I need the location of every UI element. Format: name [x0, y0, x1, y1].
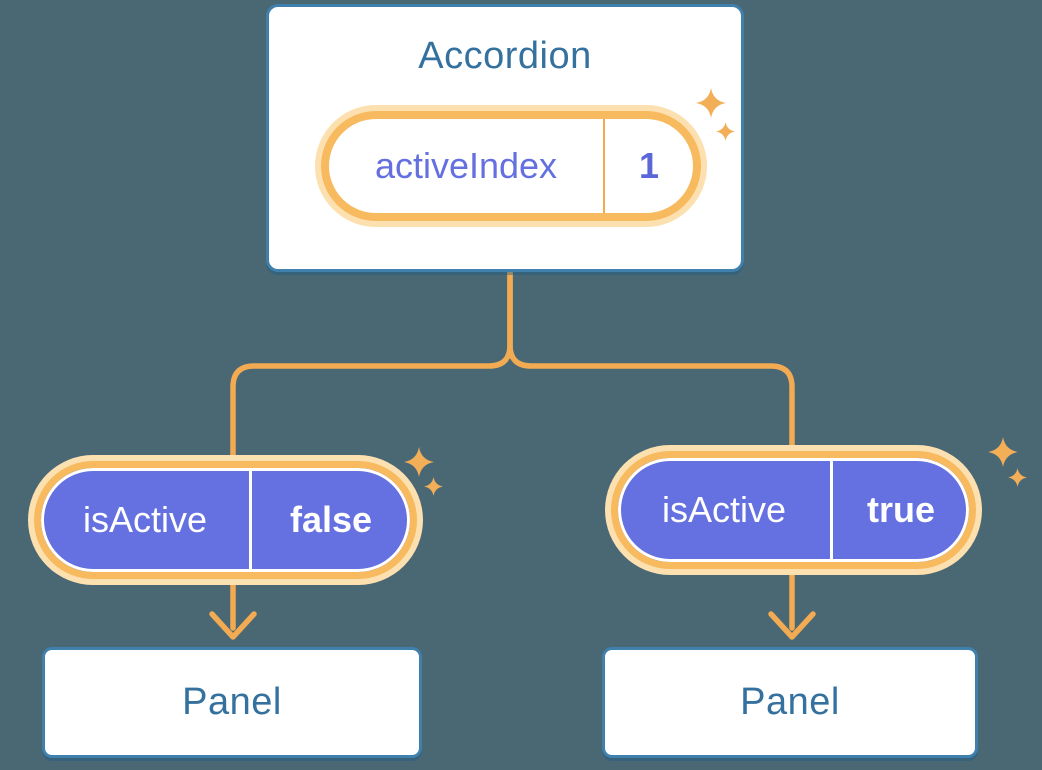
state-pill-value: 1: [638, 145, 660, 186]
panel-title: Panel: [740, 681, 840, 723]
prop-pill-label: isActive: [82, 499, 208, 540]
prop-pill-isactive-false: isActive false: [34, 461, 417, 579]
pill-divider: [249, 468, 252, 572]
prop-pill-value: false: [289, 499, 373, 540]
sparkle-icon-small: [716, 122, 735, 141]
sparkle-icon-small: [1008, 468, 1027, 487]
pill-divider: [603, 119, 605, 213]
connector-branch-right: [507, 268, 795, 631]
prop-pill-label: isActive: [661, 489, 787, 530]
prop-pill-isactive-true: isActive true: [611, 451, 976, 569]
state-pill-active-index: activeIndex 1: [321, 111, 701, 221]
prop-pill-value: true: [866, 489, 935, 530]
accordion-card: Accordion activeIndex 1: [266, 4, 744, 272]
arrow-down-icon: [768, 611, 816, 640]
panel-card-left: Panel: [42, 647, 422, 758]
sparkle-icon-large: [988, 437, 1018, 467]
sparkle-icon-small: [424, 477, 443, 496]
pill-divider: [830, 458, 833, 562]
state-pill-label: activeIndex: [374, 145, 558, 186]
panel-title: Panel: [182, 681, 282, 723]
accordion-title: Accordion: [418, 35, 592, 77]
sparkle-icon-large: [404, 447, 434, 477]
sparkle-icon-large: [696, 88, 726, 118]
panel-card-right: Panel: [602, 647, 978, 758]
arrow-down-icon: [209, 611, 257, 640]
